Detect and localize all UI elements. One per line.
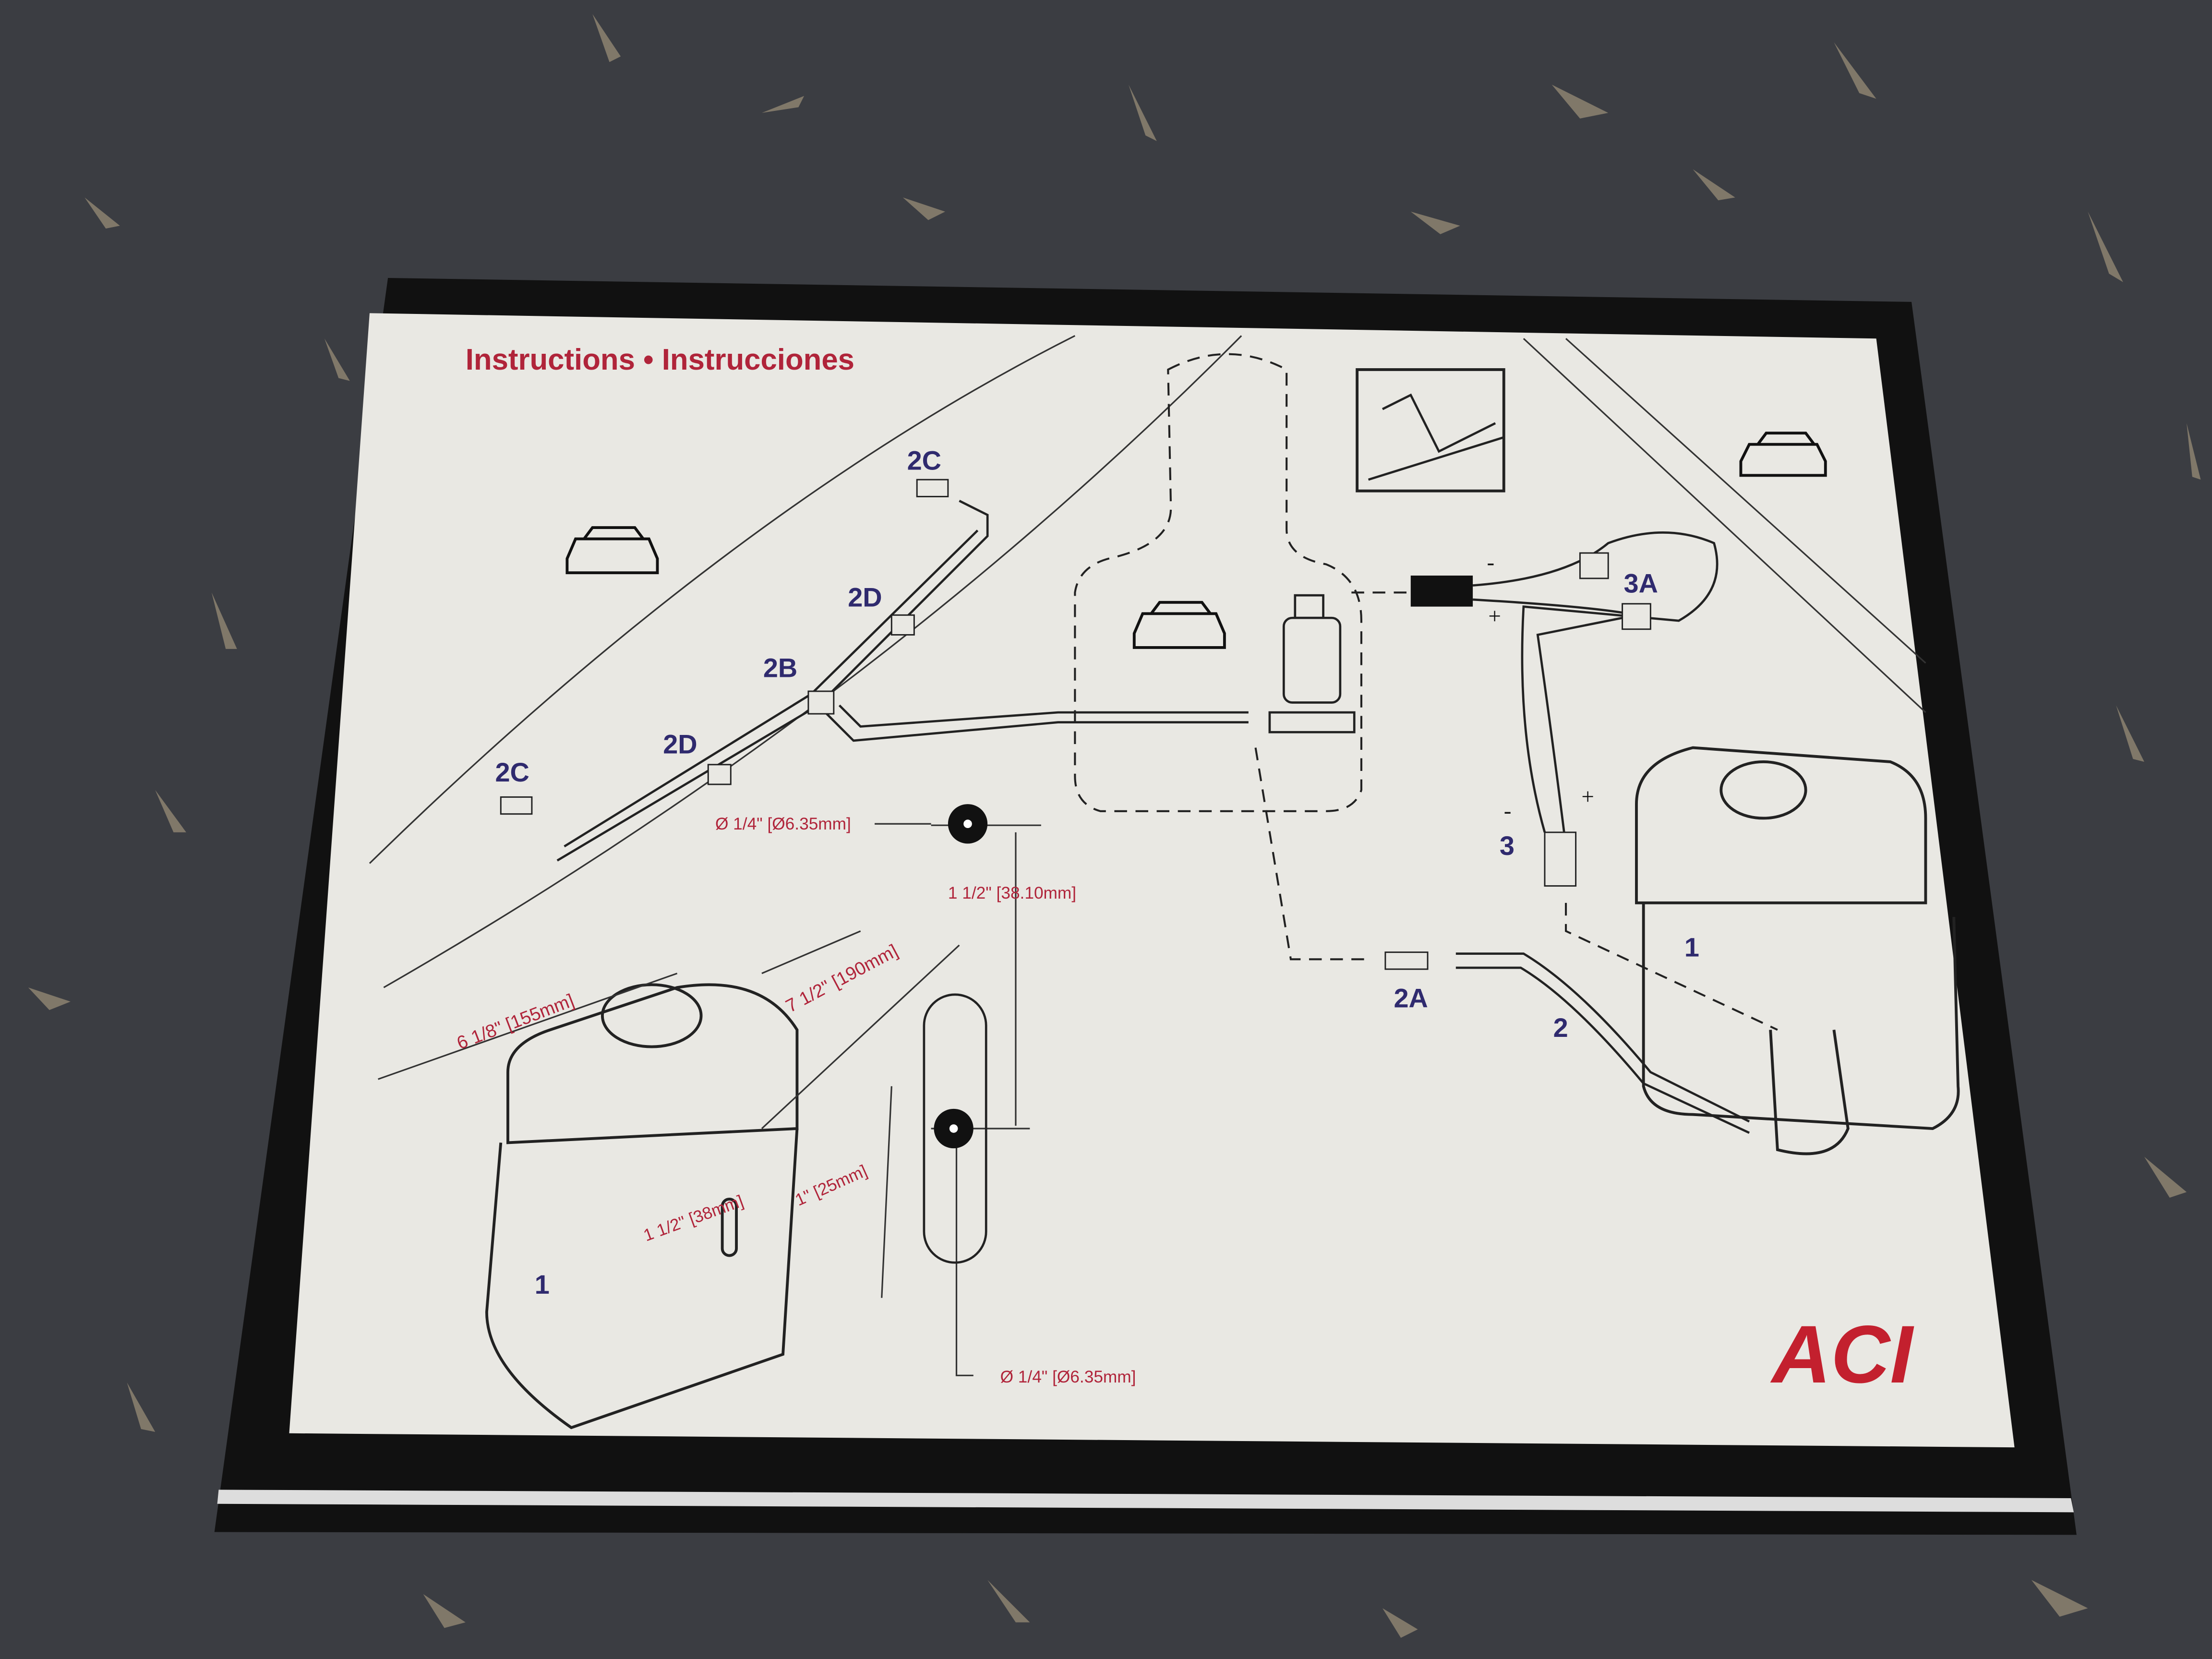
instruction-card xyxy=(289,313,2015,1448)
windshield-edge-right xyxy=(1523,338,1926,713)
polarity-minus-upper: - xyxy=(1487,550,1494,575)
hose-2 xyxy=(1455,952,1750,1134)
pump-connector-icon xyxy=(1410,576,1473,607)
harness-plug-icon xyxy=(1544,831,1577,887)
car-icon xyxy=(565,432,1827,649)
coupler-icon xyxy=(1384,951,1429,970)
dimension-hole-bottom: Ø 1/4" [Ø6.35mm] xyxy=(1000,1368,1136,1386)
polarity-plus-lower: + xyxy=(1581,784,1594,809)
label-1-right: 1 xyxy=(1684,932,1699,962)
windshield-edge-outer xyxy=(369,335,1076,864)
clip-top-icon xyxy=(890,614,915,636)
windshield-edge-inner xyxy=(383,335,1242,988)
washer-hose-main xyxy=(824,704,1249,742)
wiring-harness xyxy=(1472,531,1719,833)
dimension-hole-top: Ø 1/4" [Ø6.35mm] xyxy=(715,815,851,833)
reservoir-left-drawing xyxy=(485,983,799,1430)
pump-icon xyxy=(1268,594,1356,733)
template-drawing xyxy=(923,804,988,1264)
polarity-minus-lower: - xyxy=(1504,798,1512,823)
inline-fuse-icon xyxy=(1622,603,1651,630)
label-2b: 2B xyxy=(763,653,797,683)
hose-route-dashed xyxy=(1254,747,1369,961)
clip-bottom-icon xyxy=(707,764,732,785)
nozzle-top-icon xyxy=(916,479,949,497)
label-1-left: 1 xyxy=(535,1269,550,1299)
reservoir-right-drawing xyxy=(1635,746,1960,1155)
inline-connector-icon xyxy=(1579,552,1609,579)
dimension-hole-spacing: 1 1/2" [38.10mm] xyxy=(948,884,1076,902)
label-2d-bottom: 2D xyxy=(663,729,697,759)
aci-logo: ACI xyxy=(1770,1309,1914,1400)
instructions-title: Instructions • Instrucciones xyxy=(466,343,854,376)
tee-fitting-icon xyxy=(807,690,835,715)
label-2: 2 xyxy=(1553,1012,1568,1043)
nozzle-bottom-icon xyxy=(500,796,533,815)
label-2c-bottom: 2C xyxy=(495,757,529,787)
polarity-plus-upper: + xyxy=(1488,604,1501,629)
label-2c-top: 2C xyxy=(907,445,941,476)
label-2a: 2A xyxy=(1394,983,1428,1013)
reservoir-outline-dashed xyxy=(1074,353,1362,812)
wiring-harness-branch xyxy=(1472,598,1637,847)
label-3: 3 xyxy=(1500,830,1515,861)
label-3a: 3A xyxy=(1624,568,1658,598)
harness-route-dashed xyxy=(1564,902,1778,1031)
inset-hand-drawing xyxy=(1368,393,1504,481)
label-2d-top: 2D xyxy=(848,582,882,613)
box-bottom-stripe xyxy=(217,1490,2074,1513)
